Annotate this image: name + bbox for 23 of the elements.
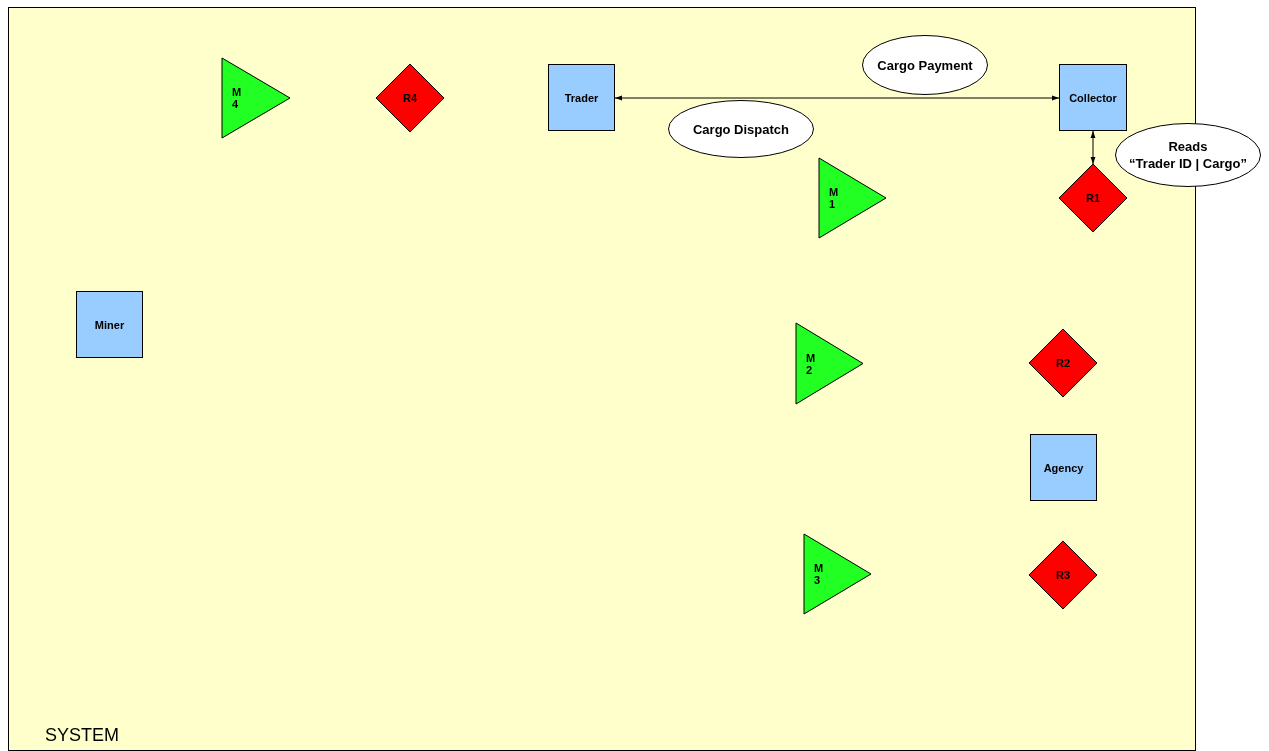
node-label: Collector [1068, 91, 1118, 104]
node-label: R4 [401, 92, 419, 104]
node-label: M 4 [232, 86, 243, 110]
node-label: Miner [93, 318, 126, 331]
node-label: M 3 [814, 562, 825, 586]
connector-arrow [614, 95, 1060, 101]
node-label: R1 [1084, 192, 1102, 204]
connector-arrow [1090, 130, 1096, 165]
node-label: M 1 [829, 186, 840, 210]
node-label: Trader [563, 91, 600, 104]
process-box [1030, 434, 1097, 501]
node-label: SYSTEM [45, 725, 119, 746]
node-label: Cargo Dispatch [691, 120, 791, 138]
process-box [548, 64, 615, 131]
process-box [1059, 64, 1127, 131]
node-label: “Trader ID | Cargo” [1128, 155, 1248, 172]
node-label: R2 [1054, 357, 1072, 369]
node-label: M 2 [806, 351, 817, 376]
node-label: Cargo Payment [876, 56, 974, 74]
process-box [76, 291, 143, 358]
node-label: R3 [1054, 569, 1072, 581]
node-label: Reads [1167, 138, 1209, 155]
node-label: Agency [1042, 461, 1085, 474]
